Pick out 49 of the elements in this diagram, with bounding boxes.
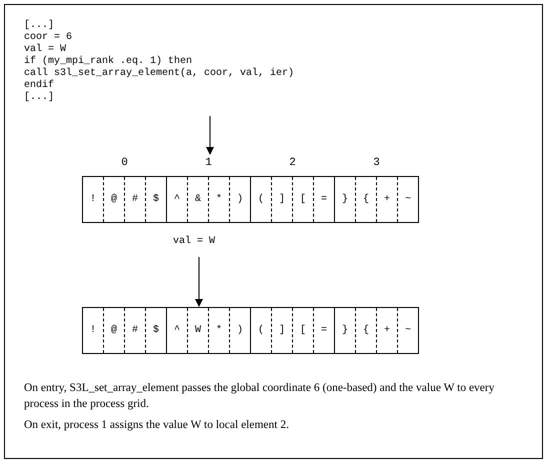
array-element: } bbox=[335, 308, 355, 353]
array-element: ^ bbox=[167, 177, 187, 222]
array-element: ) bbox=[229, 177, 250, 222]
array-element: @ bbox=[103, 308, 124, 353]
array-element: ( bbox=[251, 308, 271, 353]
array-element: } bbox=[335, 177, 355, 222]
array-element: = bbox=[313, 177, 334, 222]
array-element: ^ bbox=[167, 308, 187, 353]
array-element: [ bbox=[292, 308, 313, 353]
code-line: [...] bbox=[24, 92, 56, 104]
array-element: [ bbox=[292, 177, 313, 222]
arrow bbox=[195, 256, 203, 307]
process-number: 0 bbox=[120, 157, 129, 169]
array-box bbox=[82, 307, 419, 354]
array-element: * bbox=[208, 308, 229, 353]
array-element: W bbox=[187, 308, 208, 353]
array-element: @ bbox=[103, 177, 124, 222]
process-number: 3 bbox=[372, 157, 381, 169]
process-number: 2 bbox=[288, 157, 297, 169]
array-element: ! bbox=[83, 308, 103, 353]
array-element: + bbox=[376, 177, 397, 222]
array-element: ~ bbox=[397, 177, 418, 222]
caption-text: On entry, S3L_set_array_element passes the global coordinate 6 (one-based) and the value W to every process in the process grid. bbox=[24, 381, 496, 412]
arrow bbox=[206, 116, 214, 155]
code-line: [...] bbox=[24, 20, 56, 32]
array-element: $ bbox=[145, 177, 166, 222]
array-element: ( bbox=[251, 177, 271, 222]
array-element: ! bbox=[83, 177, 103, 222]
array-element: { bbox=[355, 177, 376, 222]
process-number: 1 bbox=[204, 157, 213, 169]
array-element: { bbox=[355, 308, 376, 353]
code-line: coor = 6 bbox=[24, 32, 74, 44]
array-element: ) bbox=[229, 308, 250, 353]
code-line: if (my_mpi_rank .eq. 1) then bbox=[24, 56, 194, 68]
array-element: ] bbox=[271, 308, 292, 353]
array-element: = bbox=[313, 308, 334, 353]
array-element: ] bbox=[271, 177, 292, 222]
array-element: & bbox=[187, 177, 208, 222]
array-element: $ bbox=[145, 308, 166, 353]
caption-text: On exit, process 1 assigns the value W to local element 2. bbox=[24, 418, 290, 433]
code-line: call s3l_set_array_element(a, coor, val, ier) bbox=[24, 68, 294, 80]
array-element: * bbox=[208, 177, 229, 222]
array-element: + bbox=[376, 308, 397, 353]
array-element: ~ bbox=[397, 308, 418, 353]
array-element: # bbox=[124, 177, 145, 222]
array-element: # bbox=[124, 308, 145, 353]
code-text: val = W bbox=[173, 236, 216, 247]
code-line: endif bbox=[24, 80, 56, 92]
code-line: val = W bbox=[24, 44, 68, 56]
